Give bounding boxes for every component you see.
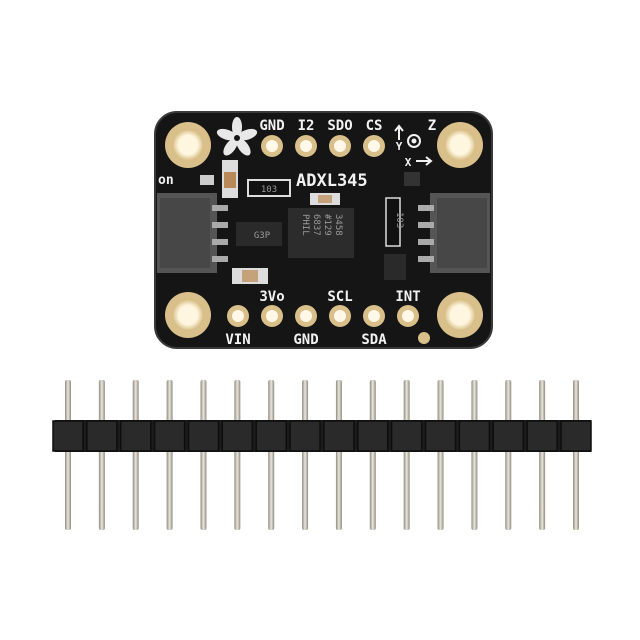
header-pin — [268, 380, 275, 530]
header-segment — [390, 420, 423, 452]
header-segment — [560, 420, 592, 452]
resistor-label-1: 103 — [261, 185, 277, 195]
pin-header — [52, 380, 592, 530]
header-segment — [119, 420, 152, 452]
header-segment — [153, 420, 186, 452]
pin-label-gnd: GND — [293, 332, 318, 348]
header-pin — [505, 380, 512, 530]
stemma-connector-left — [157, 193, 228, 273]
mounting-holes — [165, 122, 483, 338]
chip-marking-1: 3458 — [333, 214, 343, 236]
resistor-label-2: 103 — [394, 212, 404, 228]
header-segment — [424, 420, 457, 452]
capacitor — [224, 172, 236, 188]
logo-flower-icon — [216, 117, 258, 156]
top-pin-pads — [261, 135, 385, 157]
chip-marking-2: #129 — [322, 214, 332, 236]
header-segment — [323, 420, 355, 452]
regulator-label: G3P — [254, 231, 271, 241]
header-pin — [166, 380, 173, 530]
breakout-board: GND I2 SDO CS Z Y X on ADXL345 — [154, 111, 493, 349]
pin-label-sda: SDA — [361, 332, 387, 348]
header-pin — [98, 380, 105, 530]
header-pin — [437, 380, 444, 530]
header-segment — [52, 420, 84, 452]
pin-label-scl: SCL — [327, 289, 352, 305]
adxl345-chip — [288, 208, 354, 258]
header-segment — [492, 420, 525, 452]
axis-arrows-icon — [394, 124, 433, 166]
header-segment — [458, 420, 491, 452]
header-pin — [403, 380, 410, 530]
header-segment — [187, 420, 220, 452]
header-pin — [234, 380, 241, 530]
axis-label-x: X — [405, 156, 412, 169]
axis-label-z: Z — [428, 118, 436, 134]
bottom-pin-pads — [227, 305, 430, 344]
header-segment — [289, 420, 321, 452]
pin-label-sdo: SDO — [327, 118, 352, 134]
header-pin — [65, 380, 71, 530]
power-led-label: on — [158, 173, 174, 188]
stemma-connector-right — [418, 193, 490, 273]
header-segment — [255, 420, 287, 452]
header-pin — [302, 380, 309, 530]
axis-label-y: Y — [396, 140, 403, 153]
resistor-network — [247, 179, 291, 197]
header-pin — [200, 380, 207, 530]
header-segment — [526, 420, 558, 452]
chip-marking-3: 6837 — [311, 214, 321, 236]
resistor-network-2 — [385, 197, 401, 247]
header-pin — [539, 380, 546, 530]
pin-label-i2: I2 — [298, 118, 315, 134]
pin-label-vin: VIN — [225, 332, 250, 348]
header-segment — [357, 420, 389, 452]
pin-label-int: INT — [395, 289, 420, 305]
header-pin — [132, 380, 139, 530]
chip-marking-4: PHIL — [300, 214, 310, 236]
header-segment — [86, 420, 118, 452]
power-led — [200, 175, 214, 185]
header-pin — [369, 380, 376, 530]
pin-label-gnd-top: GND — [259, 118, 284, 134]
voltage-regulator — [236, 222, 282, 246]
header-pin — [471, 380, 478, 530]
header-pin — [573, 380, 579, 530]
header-pin — [335, 380, 342, 530]
header-segment — [221, 420, 254, 452]
pin-label-3vo: 3Vo — [259, 289, 284, 305]
part-label: ADXL345 — [296, 171, 368, 191]
pin-label-cs: CS — [366, 118, 383, 134]
